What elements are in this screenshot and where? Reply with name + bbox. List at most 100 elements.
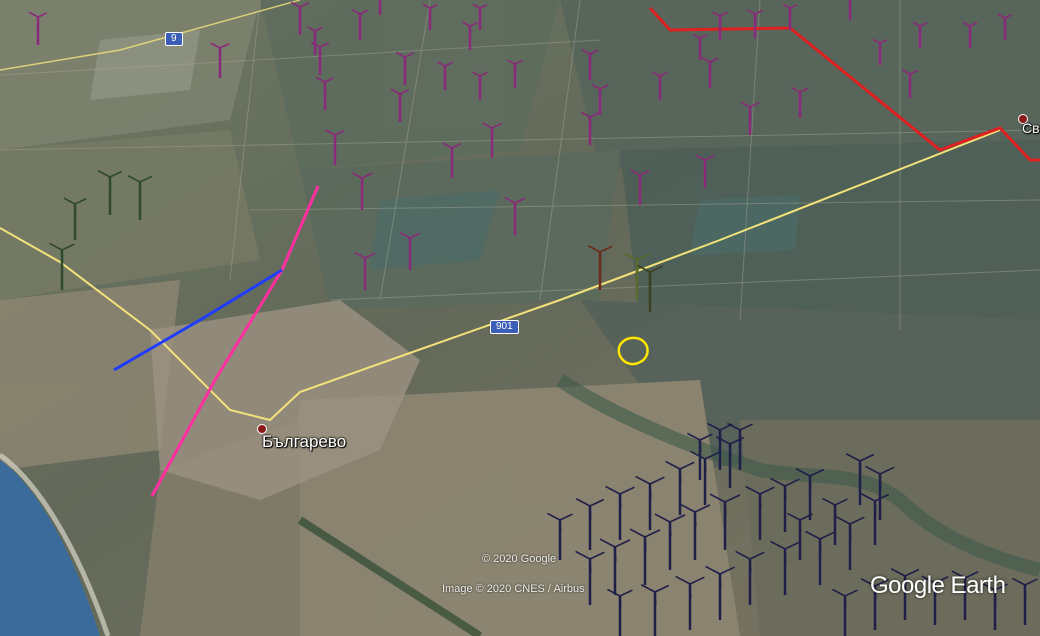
wind-turbine-icon[interactable] [740,101,760,135]
copyright-text: © 2020 Google [482,553,557,565]
wind-turbine-icon[interactable] [374,0,387,15]
wind-turbine-icon[interactable] [290,1,310,35]
wind-turbine-icon[interactable] [822,497,848,545]
wind-turbine-icon[interactable] [607,588,633,636]
wind-turbine-icon[interactable] [575,550,605,605]
road-901 [0,129,1001,422]
wind-turbine-icon[interactable] [832,588,858,636]
wind-turbine-icon[interactable] [705,565,735,620]
wind-turbine-icon[interactable] [747,9,763,38]
place-label-bulgarevo[interactable]: Българево [262,432,347,451]
wind-turbine-icon[interactable] [791,87,809,118]
wind-turbine-icon[interactable] [654,513,686,570]
wind-turbine-icon[interactable] [902,69,918,98]
wind-turbine-icon[interactable] [399,232,421,270]
wind-turbine-icon[interactable] [637,264,663,312]
wind-turbine-icon[interactable] [860,578,890,630]
wind-turbine-icon[interactable] [437,61,453,90]
wind-turbine-icon[interactable] [709,493,741,550]
wind-turbine-icon[interactable] [652,71,668,100]
wind-turbine-icon[interactable] [692,33,708,60]
wind-turbine-icon[interactable] [210,42,230,78]
wind-turbine-icon[interactable] [707,422,733,470]
wind-turbine-icon[interactable] [482,122,502,158]
wind-turbine-icon[interactable] [675,575,705,630]
wind-turbine-icon[interactable] [695,154,715,188]
place-marker-icon[interactable] [257,424,267,434]
place-marker-icon[interactable] [1018,114,1028,124]
wind-turbine-icon[interactable] [865,465,895,520]
wind-turbine-icon[interactable] [770,540,800,595]
wind-turbine-icon[interactable] [624,252,650,300]
wind-turbine-icon[interactable] [640,584,670,636]
wind-turbine-icon[interactable] [442,142,462,178]
wind-turbine-icon[interactable] [390,88,410,122]
wind-turbine-icon[interactable] [575,498,605,550]
wind-turbine-icon[interactable] [665,460,695,515]
wind-turbine-icon[interactable] [1012,577,1038,625]
yellow-marker [617,336,649,366]
wind-turbine-icon[interactable] [844,0,857,20]
wind-turbine-icon[interactable] [472,3,488,30]
wind-turbine-icon[interactable] [735,550,765,605]
wind-turbine-icon[interactable] [587,245,613,290]
wind-turbine-icon[interactable] [351,172,373,210]
wind-turbine-icon[interactable] [805,530,835,585]
wind-turbine-icon[interactable] [912,21,928,48]
wind-turbine-icon[interactable] [395,51,415,85]
wind-turbine-icon[interactable] [591,84,609,115]
wind-turbine-icon[interactable] [63,197,87,240]
wind-turbine-icon[interactable] [745,485,775,540]
wind-turbine-icon[interactable] [687,432,713,480]
road-9 [0,0,301,71]
wind-turbine-icon[interactable] [580,111,600,145]
wind-turbine-icon[interactable] [28,11,48,45]
wind-turbine-icon[interactable] [795,468,825,520]
wind-turbine-icon[interactable] [599,538,631,595]
wind-turbine-icon[interactable] [547,512,573,560]
road-shield-9: 9 [165,32,183,46]
wind-turbine-icon[interactable] [921,575,949,625]
wind-turbine-icon[interactable] [715,436,745,488]
wind-turbine-icon[interactable] [997,13,1013,40]
wind-turbine-icon[interactable] [97,170,123,215]
wind-turbine-icon[interactable] [325,129,345,165]
wind-turbine-icon[interactable] [507,59,523,88]
wind-turbine-icon[interactable] [770,477,800,532]
wind-turbine-icon[interactable] [462,21,478,50]
wind-turbine-icon[interactable] [351,9,369,40]
wind-turbine-icon[interactable] [951,570,979,620]
wind-turbine-icon[interactable] [307,26,323,55]
wind-turbine-icon[interactable] [354,252,376,290]
wind-turbine-icon[interactable] [701,57,719,88]
wind-turbine-icon[interactable] [835,515,865,570]
wind-turbine-icon[interactable] [629,528,661,585]
wind-turbine-icon[interactable] [712,11,728,40]
wind-turbine-icon[interactable] [630,169,650,205]
wind-turbine-icon[interactable] [315,76,335,110]
wind-turbine-icon[interactable] [982,582,1008,630]
wind-turbine-icon[interactable] [49,242,75,290]
wind-turbine-icon[interactable] [962,21,978,48]
wind-turbine-icon[interactable] [872,38,888,65]
wind-turbine-icon[interactable] [860,493,890,545]
wind-turbine-icon[interactable] [690,450,720,505]
wind-turbine-icon[interactable] [605,485,635,540]
place-label-partial[interactable]: Св [1022,120,1040,136]
wind-turbine-icon[interactable] [635,475,665,530]
wind-turbine-icon[interactable] [504,197,526,235]
wind-turbine-icon[interactable] [472,71,488,100]
wind-turbine-icon[interactable] [787,512,813,560]
imagery-credit-text: Image © 2020 CNES / Airbus [442,583,585,595]
wind-turbine-icon[interactable] [127,175,153,220]
wind-turbine-icon[interactable] [890,568,920,620]
wind-turbine-icon[interactable] [727,422,753,470]
wind-turbine-icon[interactable] [679,503,711,560]
wind-turbine-icon[interactable] [782,3,798,30]
wind-turbine-icon[interactable] [581,49,599,80]
wind-turbine-icon[interactable] [845,453,875,505]
wind-turbine-icon[interactable] [422,3,438,30]
road-shield-901: 901 [490,320,519,334]
